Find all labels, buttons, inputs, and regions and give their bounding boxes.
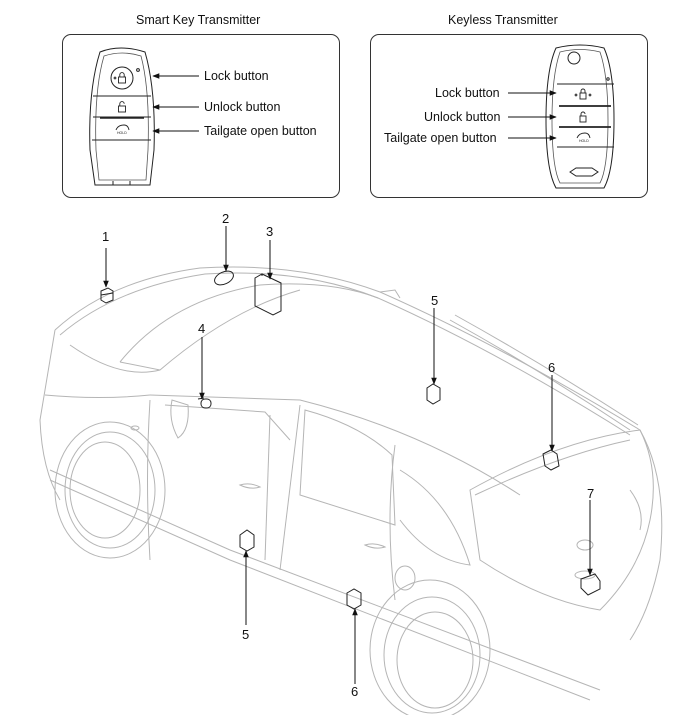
callout-number-5-top: 5 <box>431 293 439 308</box>
keyless-panel <box>370 34 648 198</box>
svg-text:HOLD: HOLD <box>579 139 589 143</box>
component-2-disc <box>214 270 234 286</box>
callout-number-4: 4 <box>198 321 206 336</box>
callout-number-7: 7 <box>587 486 595 501</box>
keyless-unlock-icon <box>579 111 587 123</box>
smart-key-tailgate-label: Tailgate open button <box>204 124 317 138</box>
callout-number-6-top: 6 <box>548 360 556 375</box>
keyless-title: Keyless Transmitter <box>448 13 558 27</box>
component-4-sensor <box>197 397 212 409</box>
keyless-lock-label: Lock button <box>435 86 500 100</box>
smart-key-panel <box>62 34 340 198</box>
component-3-module <box>254 273 282 316</box>
callout-number-5-bottom: 5 <box>242 627 250 642</box>
callout-number-2: 2 <box>222 211 230 226</box>
component-7-antenna <box>580 573 601 596</box>
smart-key-fob <box>89 47 155 186</box>
tailgate-icon: HOLD <box>115 124 130 135</box>
keyless-tailgate-icon: HOLD <box>576 132 591 143</box>
svg-text:HOLD: HOLD <box>117 131 127 135</box>
car-outline <box>39 266 663 715</box>
keyless-tailgate-label: Tailgate open button <box>384 131 497 145</box>
keyless-fob <box>545 44 615 189</box>
smart-key-lock-label: Lock button <box>204 69 269 83</box>
smart-key-title: Smart Key Transmitter <box>136 13 261 27</box>
callout-number-6-bottom: 6 <box>351 684 359 699</box>
lock-icon <box>113 72 126 84</box>
component-5-door-antenna <box>239 529 255 552</box>
smart-key-unlock-label: Unlock button <box>204 100 281 114</box>
keyless-unlock-label: Unlock button <box>424 110 501 124</box>
component-1-sensor <box>100 287 114 304</box>
component-6-door-antenna <box>346 588 362 610</box>
keyless-lock-icon <box>574 88 592 100</box>
callout-number-3: 3 <box>266 224 274 239</box>
unlock-icon <box>118 101 126 113</box>
callout-number-1: 1 <box>102 229 110 244</box>
component-6-antenna <box>542 449 560 471</box>
component-5-antenna <box>426 383 441 405</box>
